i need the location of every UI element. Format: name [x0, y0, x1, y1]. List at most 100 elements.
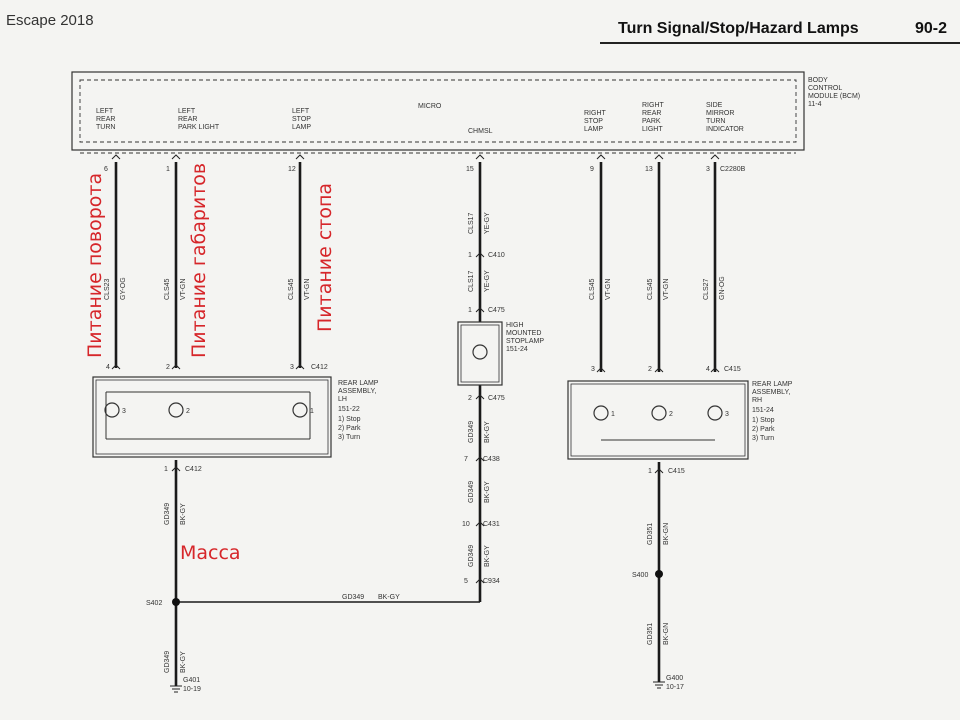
lamp-hmsl-outer — [457, 321, 503, 386]
lamp-assembly-rh — [567, 380, 749, 460]
lamp-hmsl-label-4: 151-24 — [506, 346, 528, 353]
conn-bcm-1 — [171, 154, 181, 160]
wire-gnd-hm1-color: BK-GY — [484, 421, 491, 443]
pin-c415-1: 1 — [648, 468, 652, 475]
output-left-rear-park-2: REAR — [178, 116, 197, 123]
conn-c412-4 — [111, 364, 121, 370]
output-chmsl: CHMSL — [468, 128, 493, 135]
lamp-lh-label-3: LH — [338, 396, 347, 403]
wire-gnd-hm2-circuit: GD349 — [468, 481, 475, 503]
conn-c412-1 — [171, 466, 181, 472]
bulb-lh-turn-number: 3 — [122, 408, 126, 415]
wire-chmsl-upper-color: YE-GY — [484, 212, 491, 234]
bulb-rh-park — [651, 405, 667, 421]
wire-left-stop-circuit: CLS45 — [288, 278, 295, 300]
pin-c412-3: 3 — [290, 364, 294, 371]
connector-c431: C431 — [483, 521, 500, 528]
lamp-lh-inner — [95, 379, 329, 455]
wire-side-mirror-circuit: CLS27 — [703, 278, 710, 300]
wire-left-stop-color: VT-GN — [304, 279, 311, 300]
lamp-hmsl — [457, 321, 503, 386]
bcm-name-4: 11-4 — [808, 101, 822, 108]
conn-c415-3 — [596, 367, 606, 373]
wires — [114, 162, 717, 686]
lamp-rh-label-3: RH — [752, 397, 762, 404]
connector-c475-bottom: C475 — [488, 395, 505, 402]
output-left-stop-2: STOP — [292, 116, 311, 123]
vehicle-label: Escape 2018 — [6, 12, 94, 29]
pin-bcm-6: 6 — [104, 166, 108, 173]
lamp-lh-outer — [92, 376, 332, 458]
bcm-outline — [71, 71, 805, 151]
wire-gnd-rh2-circuit: GD351 — [647, 623, 654, 645]
splice-s400 — [655, 570, 663, 578]
lamp-rh-inner — [570, 383, 746, 457]
bulb-lh-park — [168, 402, 184, 418]
conn-c412-3 — [295, 364, 305, 370]
bcm-name-1: BODY — [808, 77, 828, 84]
ground-g400-ref: 10-17 — [666, 684, 684, 691]
bulb-lh-park-number: 2 — [186, 408, 190, 415]
conn-c431 — [475, 521, 485, 527]
splice-s402 — [172, 598, 180, 606]
wire-right-park-color: VT-GN — [663, 279, 670, 300]
lamp-hmsl-label-1: HIGH — [506, 322, 524, 329]
wire-right-park-circuit: CLS45 — [647, 278, 654, 300]
output-side-mirror-3: TURN — [706, 118, 725, 125]
bcm-name-2: CONTROL — [808, 85, 842, 92]
splice-s402-label: S402 — [146, 600, 162, 607]
pin-c431: 10 — [462, 521, 470, 528]
pin-bcm-12: 12 — [288, 166, 296, 173]
bulb-rh-turn-number: 3 — [725, 411, 729, 418]
conn-bcm-12 — [295, 154, 305, 160]
conn-bcm-6 — [111, 154, 121, 160]
output-right-rear-park-1: RIGHT — [642, 102, 665, 109]
conn-c415-1 — [654, 468, 664, 474]
lamp-lh-label-6: 2) Park — [338, 425, 361, 432]
pin-c475-2: 2 — [468, 395, 472, 402]
pin-c412-2: 2 — [166, 364, 170, 371]
bulb-rh-park-number: 2 — [669, 411, 673, 418]
output-side-mirror-2: MIRROR — [706, 110, 734, 117]
lamp-hmsl-label-3: STOPLAMP — [506, 338, 544, 345]
lamp-rh-outer — [567, 380, 749, 460]
bulb-rh-stop — [593, 405, 609, 421]
wire-left-park-circuit: CLS45 — [164, 278, 171, 300]
lamp-rh-label-6: 2) Park — [752, 426, 775, 433]
pin-c412-1: 1 — [164, 466, 168, 473]
connector-c934: C934 — [483, 578, 500, 585]
connector-c410: C410 — [488, 252, 505, 259]
wire-chmsl-lower-circuit: CLS17 — [468, 270, 475, 292]
lamp-rh-label-2: ASSEMBLY, — [752, 389, 790, 396]
bulb-rh-turn — [707, 405, 723, 421]
pin-c415-2: 2 — [648, 366, 652, 373]
pin-c412-4: 4 — [106, 364, 110, 371]
pin-c438: 7 — [464, 456, 468, 463]
connector-c412-bottom: C412 — [185, 466, 202, 473]
output-right-rear-park-4: LIGHT — [642, 126, 663, 133]
pin-bcm-13: 13 — [645, 166, 653, 173]
connector-c415-top: C415 — [724, 366, 741, 373]
bulb-lh-turn — [104, 402, 120, 418]
wire-left-turn-circuit: CLS23 — [104, 278, 111, 300]
conn-c412-2 — [171, 364, 181, 370]
lamp-assembly-lh — [92, 376, 332, 458]
page-number: 90-2 — [915, 20, 948, 37]
wire-gnd-lh-circuit: GD349 — [164, 503, 171, 525]
ground-g400 — [653, 681, 665, 689]
ground-g401 — [170, 685, 182, 693]
output-right-stop-2: STOP — [584, 118, 603, 125]
lamp-lh-label-7: 3) Turn — [338, 434, 360, 441]
output-side-mirror-4: INDICATOR — [706, 126, 744, 133]
annotation-turn-power: Питание поворота — [84, 173, 106, 358]
output-left-rear-turn-2: REAR — [96, 116, 115, 123]
pin-c934: 5 — [464, 578, 468, 585]
annotation-stop-power: Питание стопа — [314, 183, 336, 332]
ground-g400-label: G400 — [666, 675, 683, 682]
pin-c415-4: 4 — [706, 366, 710, 373]
pin-c410-left: 1 — [468, 252, 472, 259]
annotation-ground: Масса — [180, 542, 241, 564]
splice-s400-label: S400 — [632, 572, 648, 579]
conn-c415-4 — [710, 367, 720, 373]
wire-gnd-splice-color: BK-GY — [378, 594, 400, 601]
